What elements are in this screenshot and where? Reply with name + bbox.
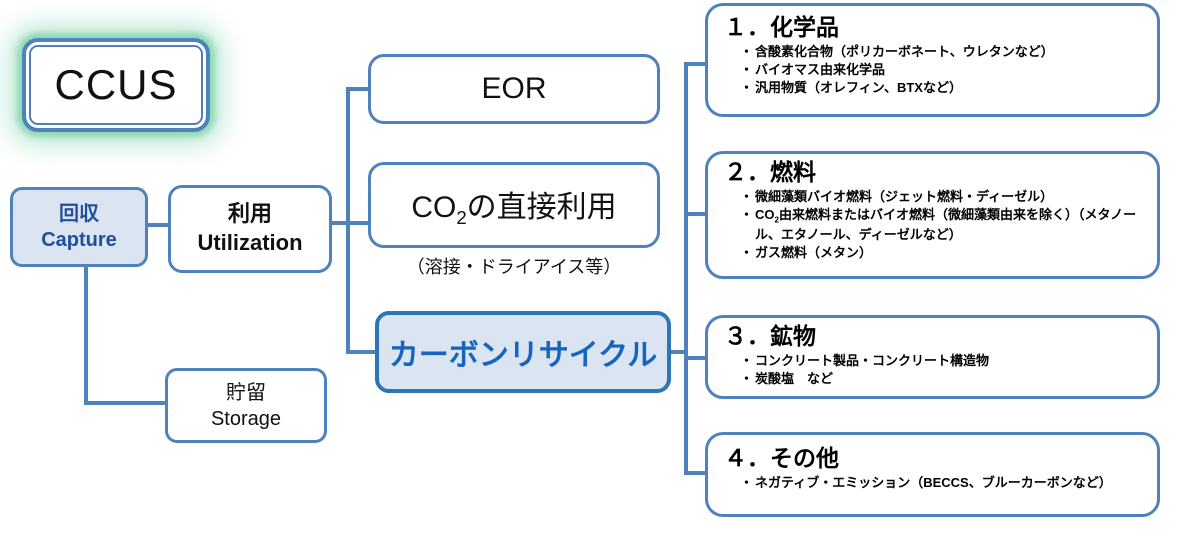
carbon-recycling-box: カーボンリサイクル <box>375 311 671 393</box>
storage-label-jp: 貯留 <box>226 381 266 404</box>
category-minerals-title: ３．鉱物 <box>724 323 816 349</box>
category-fuels-title: ２．燃料 <box>724 159 816 185</box>
category-chemicals-box: １．化学品 ・含酸素化合物（ポリカーボネート、ウレタンなど） ・バイオマス由来化… <box>705 3 1160 117</box>
utilization-label-jp: 利用 <box>227 201 272 227</box>
stub-category-2 <box>686 212 707 216</box>
utilization-label-en: Utilization <box>197 230 303 255</box>
stub-carbon-recycling <box>346 350 377 354</box>
bracket-utilization-vertical <box>346 87 350 354</box>
category-chemicals-list: ・含酸素化合物（ポリカーボネート、ウレタンなど） ・バイオマス由来化学品 ・汎用… <box>738 43 1145 96</box>
ccus-badge: CCUS <box>22 38 210 132</box>
bracket-categories-vertical <box>684 62 688 475</box>
co2-direct-use-box: CO2の直接利用 <box>368 162 660 248</box>
capture-box: 回収 Capture <box>10 187 148 267</box>
connector-capture-down <box>84 265 88 405</box>
carbon-recycling-label: カーボンリサイクル <box>388 339 658 372</box>
category-fuels-list: ・微細藻類バイオ燃料（ジェット燃料・ディーゼル） ・CO2由来燃料またはバイオ燃… <box>738 188 1145 261</box>
list-item: ・CO2由来燃料またはバイオ燃料（微細藻類由来を除く）（メタノール、エタノール、… <box>739 206 1137 243</box>
list-item: ・コンクリート製品・コンクリート構造物 <box>739 353 990 369</box>
list-item: ・ガス燃料（メタン） <box>739 245 873 260</box>
connector-carbon-bracket <box>669 350 686 354</box>
list-item: ・ネガティブ・エミッション（BECCS、ブルーカーボンなど） <box>739 475 1112 491</box>
list-item: ・バイオマス由来化学品 <box>739 61 886 77</box>
connector-utilization-directuse <box>330 221 370 225</box>
category-minerals-box: ３．鉱物 ・コンクリート製品・コンクリート構造物 ・炭酸塩 など <box>705 315 1160 399</box>
stub-category-1 <box>686 62 707 66</box>
category-others-title: ４．その他 <box>724 445 839 471</box>
storage-box: 貯留 Storage <box>165 368 327 443</box>
category-others-list: ・ネガティブ・エミッション（BECCS、ブルーカーボンなど） <box>738 474 1145 492</box>
connector-to-storage <box>84 401 167 405</box>
ccus-label: CCUS <box>29 45 203 125</box>
eor-box: EOR <box>368 54 660 124</box>
category-minerals-list: ・コンクリート製品・コンクリート構造物 ・炭酸塩 など <box>738 352 1145 387</box>
capture-label-en: Capture <box>41 229 117 251</box>
list-item: ・含酸素化合物（ポリカーボネート、ウレタンなど） <box>739 44 1054 60</box>
co2-direct-use-caption: （溶接・ドライアイス等） <box>406 257 622 277</box>
list-item: ・炭酸塩 など <box>739 370 834 386</box>
storage-label-en: Storage <box>210 407 282 430</box>
list-item: ・汎用物質（オレフィン、BTXなど） <box>739 79 962 95</box>
category-others-box: ４．その他 ・ネガティブ・エミッション（BECCS、ブルーカーボンなど） <box>705 432 1160 517</box>
eor-label: EOR <box>481 72 547 105</box>
stub-category-3 <box>686 356 707 360</box>
connector-capture-utilization <box>146 223 170 227</box>
category-chemicals-title: １．化学品 <box>724 14 839 40</box>
stub-eor <box>348 87 370 91</box>
utilization-box: 利用 Utilization <box>168 185 332 273</box>
stub-category-4 <box>686 471 707 475</box>
co2-direct-use-label: CO2の直接利用 <box>411 190 617 228</box>
list-item: ・微細藻類バイオ燃料（ジェット燃料・ディーゼル） <box>739 189 1054 205</box>
capture-label-jp: 回収 <box>59 203 99 225</box>
category-fuels-box: ２．燃料 ・微細藻類バイオ燃料（ジェット燃料・ディーゼル） ・CO2由来燃料また… <box>705 151 1160 279</box>
